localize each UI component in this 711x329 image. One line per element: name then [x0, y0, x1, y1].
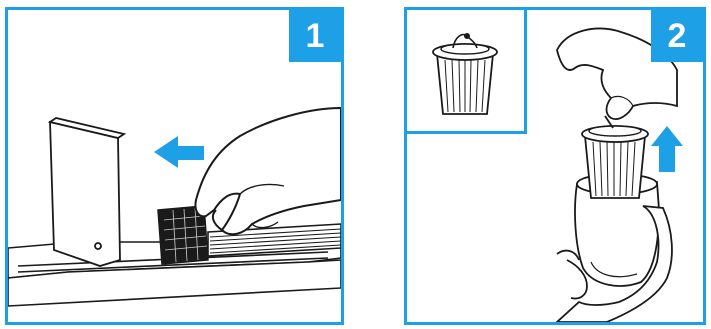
step-1-number: 1	[289, 10, 341, 62]
arrow-left-icon	[154, 136, 204, 168]
filter-detail-inset	[407, 10, 527, 134]
open-cover	[50, 118, 124, 266]
step-2-number: 2	[651, 10, 703, 62]
filter-detail	[433, 34, 497, 115]
filter-detail-illustration	[407, 10, 524, 131]
cone-filter	[582, 126, 648, 198]
hand	[195, 108, 341, 234]
arrow-up-icon	[651, 126, 683, 172]
step-1-panel: 1	[5, 7, 344, 325]
step-2-panel: 2	[404, 7, 706, 325]
